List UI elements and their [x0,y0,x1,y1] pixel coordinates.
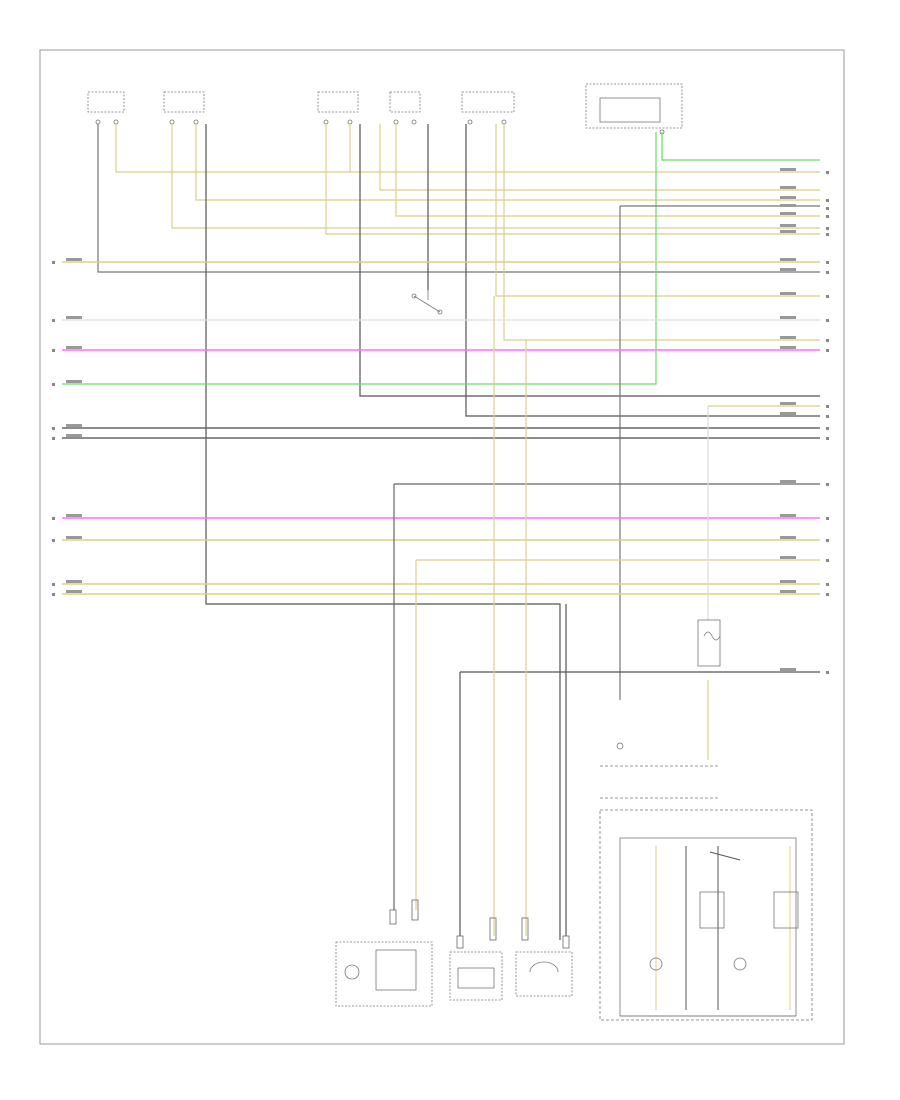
vertical-wires [62,124,820,940]
right-module-area [599,619,813,1021]
component-b1 [335,941,433,1007]
wire-tags [66,168,796,671]
connector-markers [389,899,570,949]
top-components [87,83,683,135]
component-c6 [585,83,683,135]
fuse-box [697,619,721,667]
edge-pin-marks [52,171,829,674]
component-c2 [163,91,205,125]
component-c4 [389,91,421,125]
diagram-frame [39,49,845,1045]
module-box [599,809,813,1021]
component-b3 [515,951,573,997]
bottom-components [335,899,573,1007]
component-b2 [449,951,503,1001]
center-switch [411,290,443,315]
component-c5 [461,91,515,125]
component-c3 [317,91,359,125]
lower-wires [393,296,709,936]
horizontal-wires [62,261,820,673]
component-c1 [87,91,125,125]
